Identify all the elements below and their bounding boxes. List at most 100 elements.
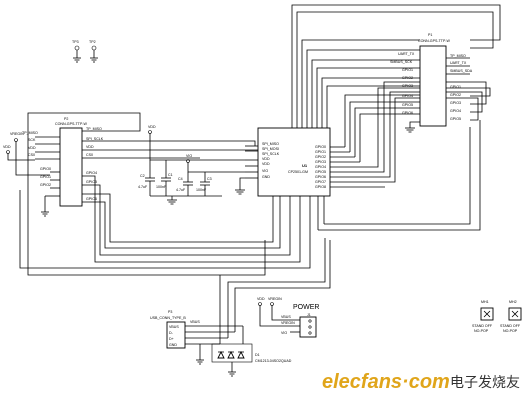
p2-bus-wires	[19, 112, 311, 276]
svg-text:100nF: 100nF	[196, 188, 207, 192]
svg-text:MH1: MH1	[481, 300, 489, 304]
capacitor-c3: C3 100nF	[196, 172, 212, 196]
svg-text:VBUS: VBUS	[281, 315, 291, 319]
svg-text:D-: D-	[169, 331, 174, 335]
svg-text:GND: GND	[262, 175, 270, 179]
p3-body	[166, 321, 186, 349]
svg-text:GPIO2: GPIO2	[450, 93, 461, 97]
svg-text:电子发烧友: 电子发烧友	[450, 375, 520, 391]
svg-text:J1: J1	[307, 313, 311, 317]
svg-text:GPIO4: GPIO4	[315, 165, 326, 169]
power-header-j1: POWER VDD VREGIN J1 VBUS VREGIN VIO	[257, 297, 319, 338]
svg-text:TP3: TP3	[72, 40, 79, 44]
capacitor-c4: C4 4.7uF	[176, 172, 193, 196]
svg-text:VDD: VDD	[28, 146, 36, 150]
svg-text:GPIO4: GPIO4	[402, 94, 413, 98]
svg-text:GPIO0: GPIO0	[315, 145, 326, 149]
svg-text:NO-POP: NO-POP	[503, 329, 518, 333]
svg-text:D+: D+	[169, 337, 174, 341]
test-point-tp2: TP2	[89, 40, 98, 63]
j1-body	[299, 316, 317, 338]
svg-text:VDD: VDD	[86, 145, 94, 149]
capacitor-c2: C2 4.7uF	[138, 160, 155, 196]
svg-text:GPIO6: GPIO6	[315, 175, 326, 179]
svg-text:GPIO5: GPIO5	[450, 117, 461, 121]
svg-text:GPIO3: GPIO3	[450, 101, 461, 105]
svg-text:UART_TX: UART_TX	[450, 61, 467, 65]
svg-text:C4: C4	[178, 177, 183, 181]
svg-text:GPIO4: GPIO4	[450, 109, 461, 113]
svg-text:VDD: VDD	[262, 157, 270, 161]
svg-text:SPI_SCLK: SPI_SCLK	[262, 152, 280, 156]
svg-text:4.7uF: 4.7uF	[176, 188, 186, 192]
test-point-tp3: TP3	[72, 40, 81, 63]
svg-text:VREGIN: VREGIN	[281, 321, 295, 325]
svg-text:GPIO7: GPIO7	[315, 180, 326, 184]
u1-top-bus	[291, 4, 501, 115]
svg-text:STAND OFF: STAND OFF	[472, 324, 493, 328]
svg-text:VDD: VDD	[257, 297, 265, 301]
svg-text:CONN-GPS-TTP-W: CONN-GPS-TTP-W	[418, 39, 451, 43]
svg-text:GPIO5: GPIO5	[402, 103, 413, 107]
svg-text:elecfans·com: elecfans·com	[322, 371, 450, 393]
svg-text:SCK: SCK	[28, 138, 36, 142]
u1-bottom-bus	[318, 120, 481, 231]
svg-text:VIO: VIO	[281, 331, 287, 335]
svg-text:CS0: CS0	[86, 153, 93, 157]
svg-text:VREGIN: VREGIN	[10, 132, 24, 136]
svg-text:C1: C1	[168, 173, 173, 177]
svg-text:GPIO2: GPIO2	[315, 155, 326, 159]
connector-p1: P1 CONN-GPS-TTP-W UART_TX SMBUS_SCK GPIO…	[390, 33, 473, 133]
usb-connector-p3: P3 USB_CONN_TYPE_B VBUS D- D+ GND VBUS	[150, 310, 243, 365]
svg-text:TP_MISO: TP_MISO	[22, 131, 38, 135]
u1-body	[257, 127, 331, 197]
svg-text:CONN-GPS-TTP-W: CONN-GPS-TTP-W	[55, 122, 88, 126]
svg-text:VREGIN: VREGIN	[268, 297, 282, 301]
svg-text:VIO: VIO	[186, 154, 192, 158]
svg-text:GPIO2: GPIO2	[40, 183, 51, 187]
svg-text:P2: P2	[64, 117, 68, 121]
mounting-hole-mh1: MH1 STAND OFF NO-POP	[472, 300, 494, 333]
svg-text:P1: P1	[428, 33, 432, 37]
p2-left-wires: VDD VREGIN	[3, 132, 60, 217]
svg-text:SMBUS_SDA: SMBUS_SDA	[450, 69, 473, 73]
svg-text:D1: D1	[255, 353, 260, 357]
svg-text:VDD: VDD	[262, 162, 270, 166]
svg-text:CP2501-GM: CP2501-GM	[288, 170, 308, 174]
capacitor-c1: C1 100nF	[156, 160, 173, 196]
svg-text:SPI_MOSI: SPI_MOSI	[262, 147, 279, 151]
p1-body	[419, 45, 447, 127]
svg-text:UART_TX: UART_TX	[398, 52, 415, 56]
svg-text:GPIO6: GPIO6	[402, 111, 413, 115]
svg-text:NO-POP: NO-POP	[474, 329, 489, 333]
svg-text:GPIO5: GPIO5	[315, 170, 326, 174]
svg-text:100nF: 100nF	[156, 185, 167, 189]
watermark: elecfans·com 电子发烧友	[322, 371, 520, 393]
esd-diode-d1: D1 CM1213-04SO2QUAD	[211, 326, 292, 377]
vdd-net: VDD VIO	[148, 125, 245, 173]
svg-text:VDD: VDD	[148, 125, 156, 129]
ic-u1: U1 CP2501-GM SPI_MISO SPI_MOSI SPI_SCLK …	[245, 115, 385, 238]
svg-text:GPIO1: GPIO1	[402, 68, 413, 72]
svg-text:4.7uF: 4.7uF	[138, 185, 148, 189]
svg-text:POWER: POWER	[293, 304, 319, 311]
svg-text:SPI_MISO: SPI_MISO	[262, 142, 279, 146]
svg-text:GPIO5: GPIO5	[86, 180, 97, 184]
svg-text:GPIO6: GPIO6	[86, 197, 97, 201]
svg-text:C3: C3	[207, 177, 212, 181]
svg-text:TP2: TP2	[89, 40, 96, 44]
svg-text:TP_MISO: TP_MISO	[86, 127, 102, 131]
connector-p2: P2 CONN-GPS-TTP-W TP_MISO SCK VDD CS0 GP…	[22, 117, 104, 207]
svg-text:GPIO8: GPIO8	[315, 185, 326, 189]
svg-text:P3: P3	[168, 310, 172, 314]
svg-text:CS0: CS0	[28, 153, 35, 157]
svg-text:U1: U1	[302, 163, 308, 168]
mounting-hole-mh2: MH2 STAND OFF NO-POP	[500, 300, 522, 333]
svg-text:VBUS: VBUS	[190, 320, 200, 324]
svg-text:SMBUS_SCK: SMBUS_SCK	[390, 60, 413, 64]
svg-text:GPIO3: GPIO3	[402, 84, 413, 88]
svg-text:MH2: MH2	[509, 300, 517, 304]
svg-text:GND: GND	[169, 343, 177, 347]
